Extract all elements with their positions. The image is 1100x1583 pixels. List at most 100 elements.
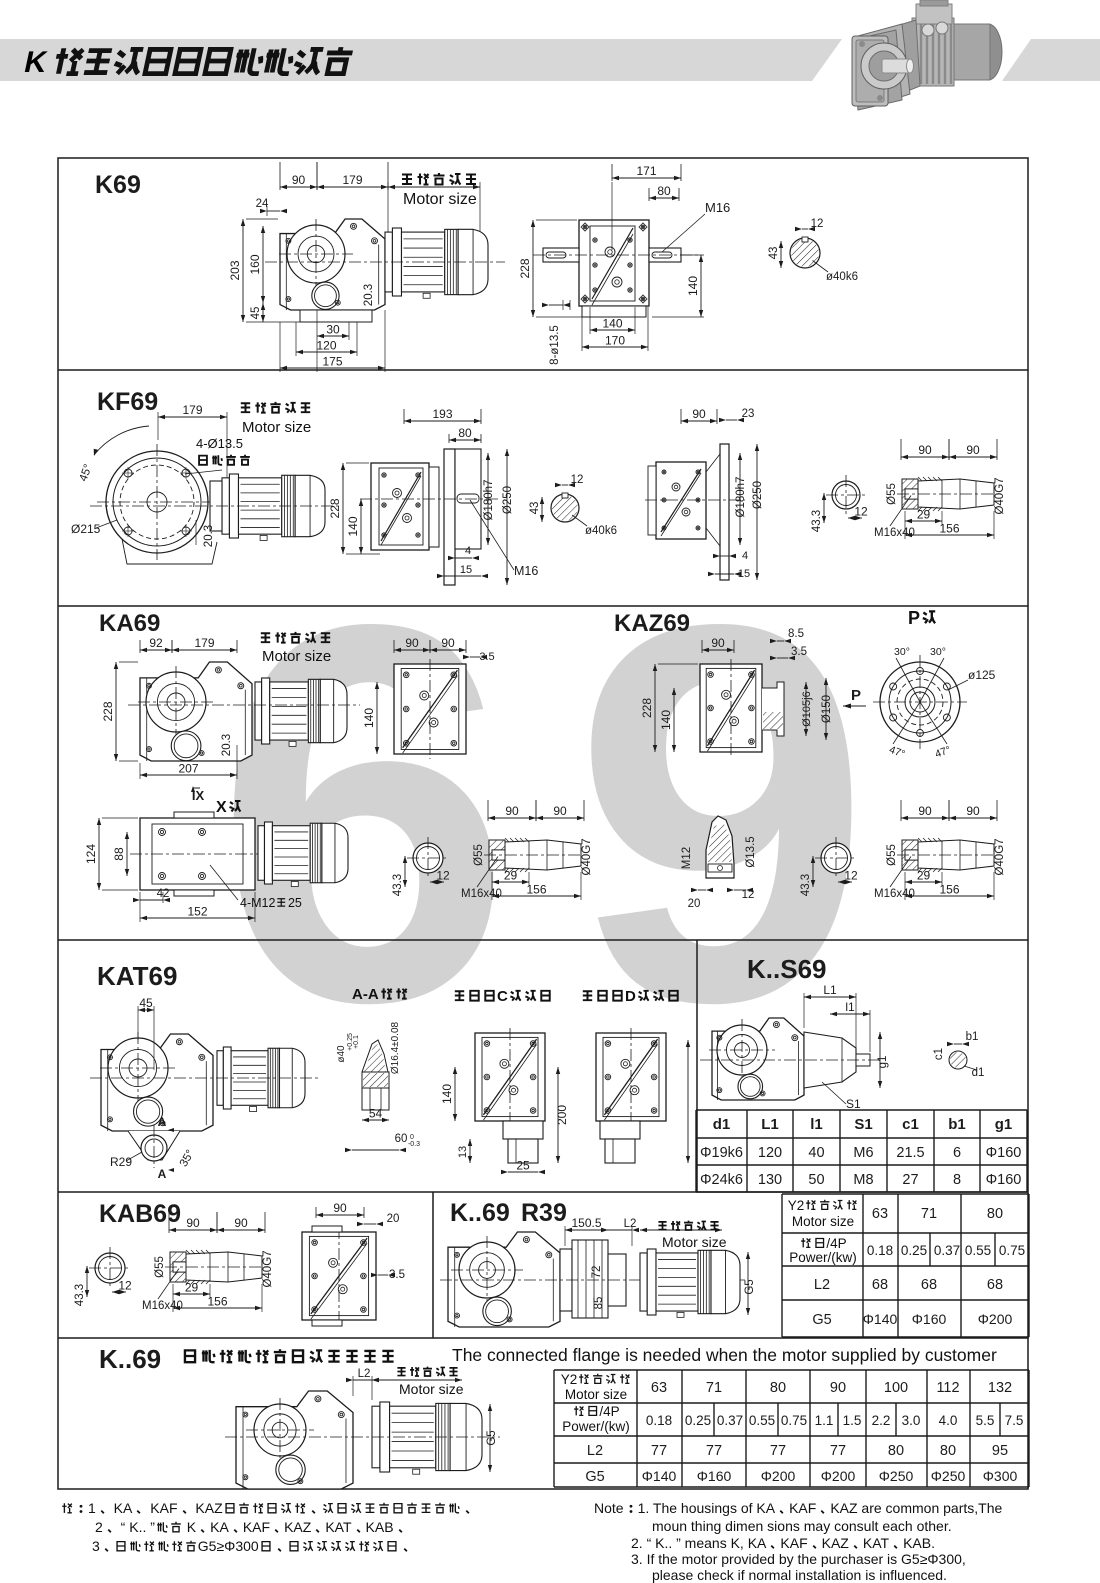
- svg-text:IX: IX: [192, 788, 205, 803]
- svg-text:ø125: ø125: [968, 668, 996, 682]
- svg-text:12: 12: [118, 1279, 132, 1293]
- svg-text:12: 12: [854, 505, 868, 519]
- svg-text:c1: c1: [902, 1116, 919, 1133]
- svg-text:G5: G5: [744, 1279, 756, 1294]
- svg-text:+0.1: +0.1: [353, 1035, 360, 1049]
- svg-text:88: 88: [112, 847, 126, 861]
- svg-text:27: 27: [902, 1172, 918, 1188]
- svg-text:24: 24: [256, 198, 269, 210]
- svg-text:g1: g1: [995, 1116, 1013, 1133]
- svg-text:0.18: 0.18: [646, 1413, 672, 1428]
- svg-text:179: 179: [182, 403, 202, 417]
- svg-text:120: 120: [316, 339, 336, 353]
- svg-text:90: 90: [441, 636, 455, 650]
- svg-text:3.5: 3.5: [791, 646, 807, 658]
- svg-text:171: 171: [636, 164, 656, 178]
- svg-text:A: A: [158, 1167, 167, 1181]
- svg-text:Ø180h7: Ø180h7: [483, 480, 495, 521]
- svg-text:179: 179: [342, 173, 362, 187]
- svg-text:15: 15: [738, 568, 750, 580]
- svg-text:80: 80: [940, 1443, 956, 1459]
- svg-text:77: 77: [651, 1443, 667, 1459]
- svg-text:43.3: 43.3: [800, 874, 812, 896]
- svg-text:0: 0: [410, 1134, 414, 1141]
- svg-text:Ø250: Ø250: [502, 486, 514, 514]
- svg-text:63: 63: [872, 1206, 888, 1222]
- svg-text:20: 20: [387, 1213, 400, 1225]
- svg-text:90: 90: [966, 443, 980, 457]
- svg-text:Ø55: Ø55: [886, 844, 898, 866]
- svg-text:77: 77: [706, 1443, 722, 1459]
- svg-text:29: 29: [917, 508, 931, 522]
- svg-text:68: 68: [921, 1277, 937, 1293]
- svg-text:20.3: 20.3: [203, 525, 215, 547]
- svg-text:L1: L1: [761, 1116, 779, 1133]
- svg-text:Ø55: Ø55: [473, 844, 485, 866]
- svg-text:Ø40G7: Ø40G7: [262, 1250, 274, 1287]
- svg-text:l1: l1: [845, 1000, 855, 1014]
- svg-text:132: 132: [988, 1380, 1012, 1396]
- svg-text:25: 25: [516, 1159, 530, 1173]
- svg-text:152: 152: [187, 905, 207, 919]
- svg-text:8: 8: [953, 1172, 961, 1188]
- svg-text:Φ140: Φ140: [863, 1311, 898, 1327]
- svg-text:3.5: 3.5: [479, 651, 494, 663]
- svg-text:100: 100: [884, 1380, 908, 1396]
- svg-text:S1: S1: [846, 1097, 861, 1111]
- svg-text:Ø40G7: Ø40G7: [581, 838, 593, 875]
- svg-text:90: 90: [918, 804, 932, 818]
- svg-text:M16x40: M16x40: [142, 1300, 183, 1312]
- svg-text:207: 207: [178, 762, 198, 776]
- svg-text:Ø40G7: Ø40G7: [994, 838, 1006, 875]
- svg-text:Φ250: Φ250: [879, 1468, 914, 1484]
- svg-text:30°: 30°: [894, 646, 910, 658]
- svg-text:Φ160: Φ160: [986, 1145, 1022, 1161]
- svg-text:29: 29: [185, 1281, 199, 1295]
- svg-text:150.5: 150.5: [571, 1216, 601, 1230]
- svg-text:90: 90: [711, 636, 725, 650]
- svg-text:156: 156: [207, 1295, 227, 1309]
- svg-text:156: 156: [939, 522, 959, 536]
- svg-text:L2: L2: [587, 1443, 603, 1459]
- svg-text:90: 90: [918, 443, 932, 457]
- svg-text:g1: g1: [877, 1056, 889, 1069]
- svg-text:160: 160: [248, 254, 262, 274]
- svg-text:140: 140: [362, 708, 376, 728]
- svg-text:228: 228: [518, 258, 532, 278]
- svg-text:15: 15: [460, 564, 472, 576]
- svg-text:90: 90: [505, 804, 519, 818]
- svg-text:Ø55: Ø55: [154, 1256, 166, 1278]
- svg-text:156: 156: [526, 883, 546, 897]
- svg-text:124: 124: [84, 844, 98, 864]
- svg-text:228: 228: [640, 698, 654, 718]
- svg-text:45°: 45°: [78, 463, 95, 483]
- svg-text:KAB69: KAB69: [99, 1200, 181, 1228]
- svg-text:KA69: KA69: [99, 610, 160, 637]
- svg-text:43: 43: [768, 247, 780, 260]
- svg-text:35°: 35°: [178, 1148, 197, 1169]
- svg-text:G5: G5: [486, 1430, 498, 1445]
- svg-text:M6: M6: [853, 1145, 873, 1161]
- svg-text:Ø16.4±0.08: Ø16.4±0.08: [390, 1021, 401, 1074]
- svg-text:140: 140: [602, 317, 622, 331]
- svg-text:d1: d1: [972, 1067, 985, 1079]
- svg-text:K69: K69: [95, 171, 141, 199]
- svg-text:0.75: 0.75: [999, 1243, 1025, 1258]
- svg-text:M16: M16: [705, 200, 730, 215]
- svg-text:90: 90: [405, 636, 419, 650]
- svg-text:193: 193: [432, 407, 452, 421]
- svg-text:R39: R39: [521, 1199, 567, 1227]
- svg-text:b1: b1: [948, 1116, 966, 1133]
- svg-text:130: 130: [758, 1172, 782, 1188]
- svg-text:Ø105j6: Ø105j6: [801, 691, 813, 726]
- svg-text:M16x40: M16x40: [874, 888, 915, 900]
- svg-text:G5: G5: [585, 1469, 604, 1485]
- svg-text:47°: 47°: [933, 744, 952, 761]
- svg-text:KF69: KF69: [97, 388, 158, 416]
- svg-text:4.0: 4.0: [939, 1413, 958, 1428]
- svg-text:Φ19k6: Φ19k6: [700, 1145, 743, 1161]
- svg-text:21.5: 21.5: [896, 1145, 924, 1161]
- svg-text:80: 80: [657, 184, 671, 198]
- svg-text:12: 12: [571, 474, 584, 486]
- svg-text:12: 12: [436, 869, 450, 883]
